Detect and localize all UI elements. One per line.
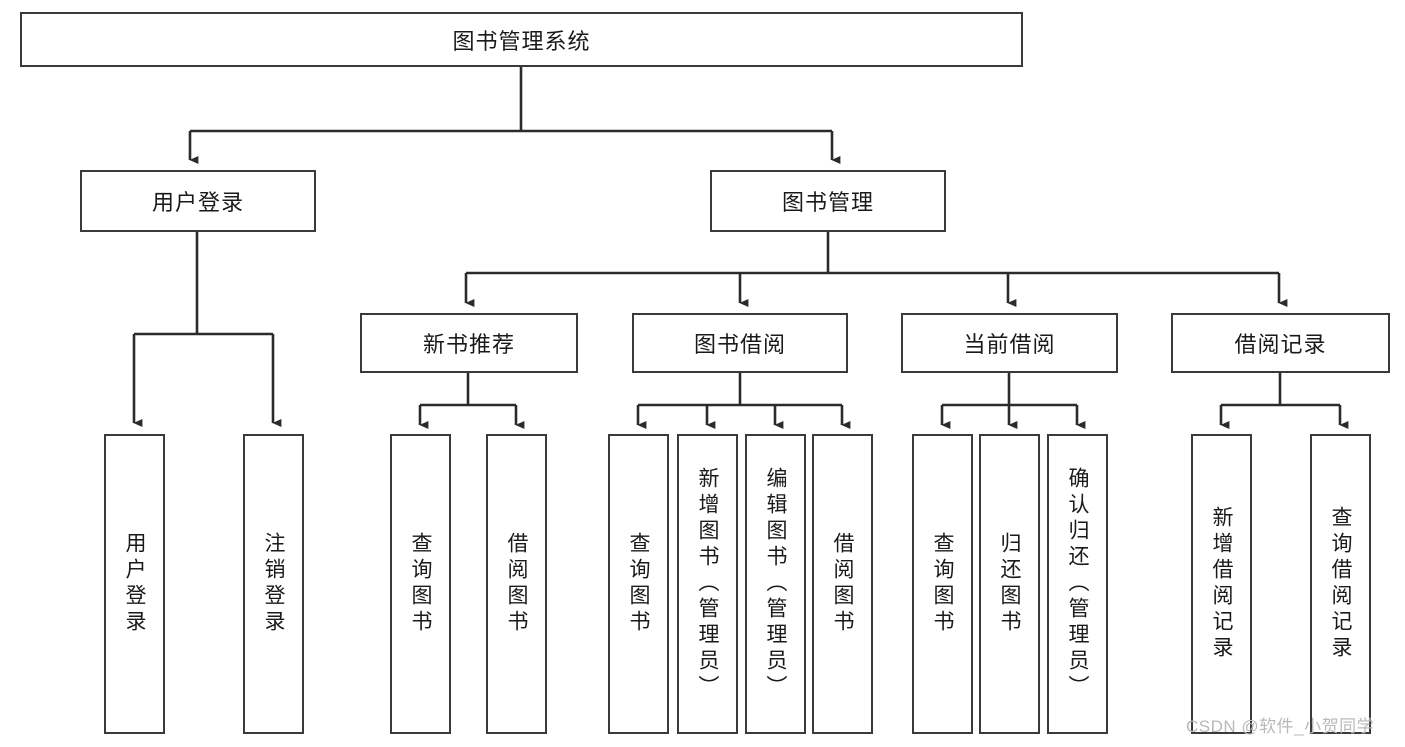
node-label: 归还图书 (998, 532, 1021, 636)
node-label: 查询图书 (409, 532, 432, 636)
node-current-borrow[interactable]: 当前借阅 (901, 313, 1118, 373)
node-root-book-management-system[interactable]: 图书管理系统 (20, 12, 1023, 67)
node-label: 查询图书 (931, 532, 954, 636)
node-label: 当前借阅 (963, 332, 1056, 357)
leaf-query-book-new-recommend[interactable]: 查询图书 (390, 434, 451, 734)
node-book-management[interactable]: 图书管理 (710, 170, 946, 232)
node-user-login[interactable]: 用户登录 (80, 170, 316, 232)
node-label: 借阅图书 (505, 532, 528, 636)
node-book-borrow[interactable]: 图书借阅 (632, 313, 848, 373)
node-label: 图书管理系统 (452, 28, 591, 54)
node-label: 借阅图书 (831, 532, 854, 636)
leaf-user-login[interactable]: 用户登录 (104, 434, 165, 734)
node-label: 查询借阅记录 (1329, 506, 1352, 662)
leaf-add-book-admin[interactable]: 新增图书（管理员） (677, 434, 738, 734)
node-label: 图书管理 (781, 190, 874, 215)
node-label: 新增借阅记录 (1210, 506, 1233, 662)
leaf-confirm-return-admin[interactable]: 确认归还（管理员） (1047, 434, 1108, 734)
node-label: 确认归还（管理员） (1066, 467, 1089, 701)
csdn-watermark: CSDN @软件_小贺同学 (1186, 717, 1375, 736)
leaf-query-book-current[interactable]: 查询图书 (912, 434, 973, 734)
node-label: 用户登录 (151, 190, 244, 215)
leaf-logout-login[interactable]: 注销登录 (243, 434, 304, 734)
leaf-query-book-borrow[interactable]: 查询图书 (608, 434, 669, 734)
leaf-edit-book-admin[interactable]: 编辑图书（管理员） (745, 434, 806, 734)
leaf-borrow-book-new-recommend[interactable]: 借阅图书 (486, 434, 547, 734)
leaf-return-book[interactable]: 归还图书 (979, 434, 1040, 734)
node-label: 注销登录 (262, 532, 285, 636)
node-label: 查询图书 (627, 532, 650, 636)
leaf-add-borrow-record[interactable]: 新增借阅记录 (1191, 434, 1252, 734)
leaf-borrow-book-borrow[interactable]: 借阅图书 (812, 434, 873, 734)
node-label: 新增图书（管理员） (696, 467, 719, 701)
node-label: 编辑图书（管理员） (764, 467, 787, 701)
node-label: 图书借阅 (693, 332, 786, 357)
node-label: 借阅记录 (1234, 332, 1327, 357)
node-borrow-record[interactable]: 借阅记录 (1171, 313, 1390, 373)
node-label: 用户登录 (123, 532, 146, 636)
node-label: 新书推荐 (422, 332, 515, 357)
leaf-query-borrow-record[interactable]: 查询借阅记录 (1310, 434, 1371, 734)
node-new-book-recommend[interactable]: 新书推荐 (360, 313, 578, 373)
